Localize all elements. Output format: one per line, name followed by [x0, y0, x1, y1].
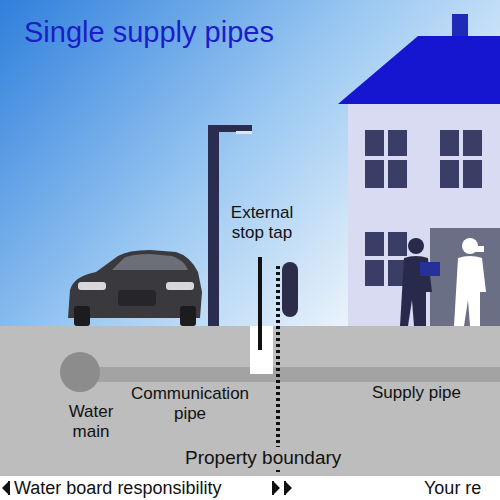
part-label: Supply pipe [372, 383, 461, 403]
boundary-label: Property boundary [182, 447, 344, 469]
house [338, 14, 500, 326]
part-label: Communication pipe [128, 384, 252, 423]
diagram-title: Single supply pipes [24, 16, 274, 49]
water-main-symbol [60, 352, 100, 392]
car [68, 250, 202, 326]
responsibility-label: Your re [424, 478, 481, 499]
footer-strip [0, 476, 500, 500]
sky [0, 0, 500, 326]
pipe [80, 367, 500, 382]
ground [0, 326, 500, 476]
part-label: Water main [58, 402, 124, 441]
stop-tap [250, 257, 298, 374]
property-boundary-line [276, 266, 280, 472]
part-label: External stop tap [220, 203, 304, 242]
people [400, 238, 486, 326]
responsibility-label: Water board responsibility [14, 478, 221, 499]
